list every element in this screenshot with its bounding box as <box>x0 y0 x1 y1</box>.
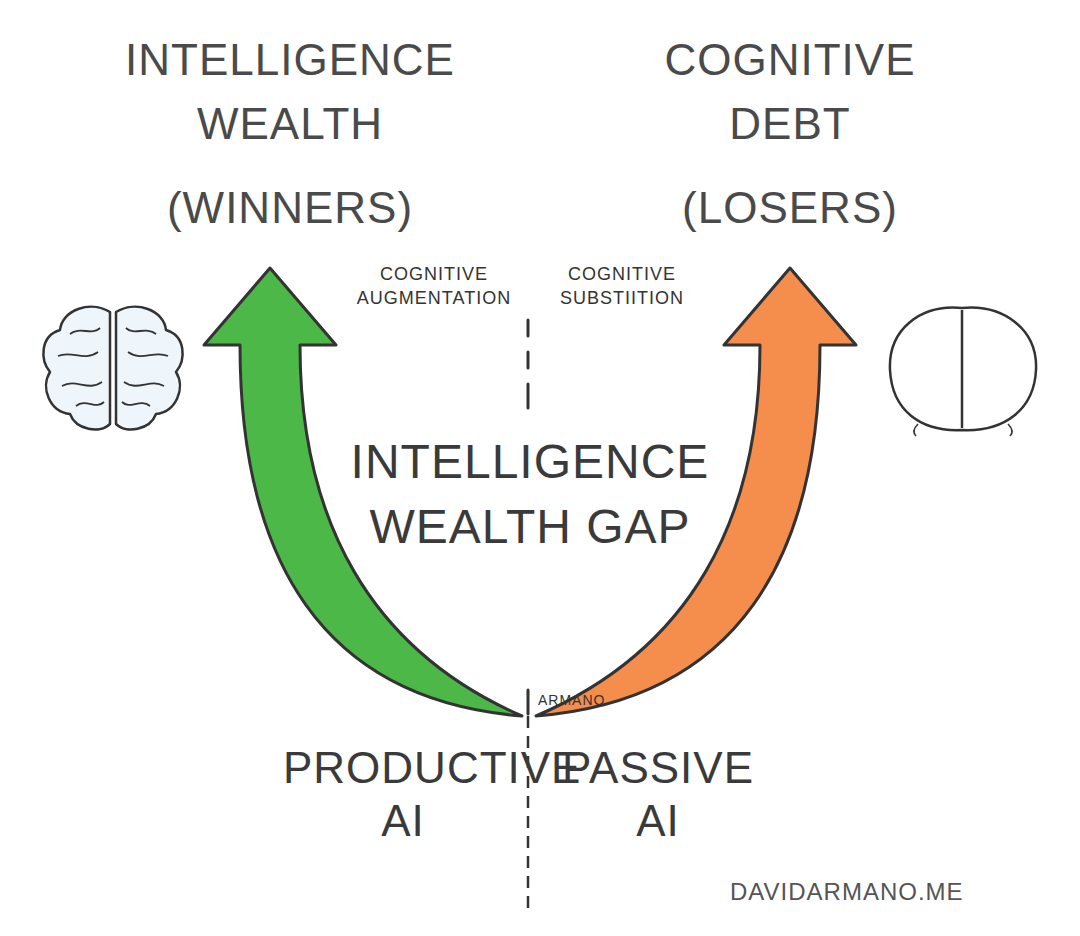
heading: (WINNERS) <box>140 182 440 235</box>
watermark: DAVIDARMANO.ME <box>730 878 1030 907</box>
side-label: COGNITIVE SUBSTIITION <box>542 262 702 311</box>
substitution-arrow <box>536 268 856 716</box>
band-divider <box>527 716 530 916</box>
heading: INTELLIGENCE WEALTH <box>115 28 465 156</box>
signature: ARMANO <box>538 692 638 709</box>
brain-icon <box>43 307 182 430</box>
center-title: INTELLIGENCE WEALTH GAP <box>340 430 720 560</box>
band-label: PRODUCTIVE AI <box>283 742 523 848</box>
band-label: PASSIVE AI <box>548 742 768 848</box>
augmentation-arrow <box>204 268 522 716</box>
heading: COGNITIVE DEBT <box>640 28 940 156</box>
side-label: COGNITIVE AUGMENTATION <box>352 262 516 311</box>
heading: (LOSERS) <box>640 182 940 235</box>
brain-outline-icon <box>890 308 1036 436</box>
